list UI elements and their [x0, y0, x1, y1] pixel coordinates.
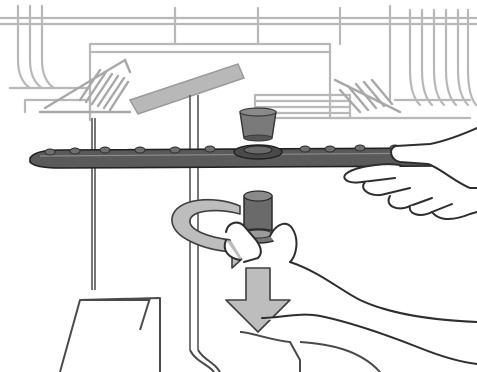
upper-rack: [0, 6, 477, 120]
down-arrow-icon: [226, 268, 290, 332]
center-tine-row: [130, 64, 244, 114]
dishwasher-tub-floor: [60, 298, 380, 372]
upper-spray-hub: [240, 108, 276, 141]
left-tine-row: [40, 60, 130, 112]
upper-hand: [344, 128, 477, 219]
